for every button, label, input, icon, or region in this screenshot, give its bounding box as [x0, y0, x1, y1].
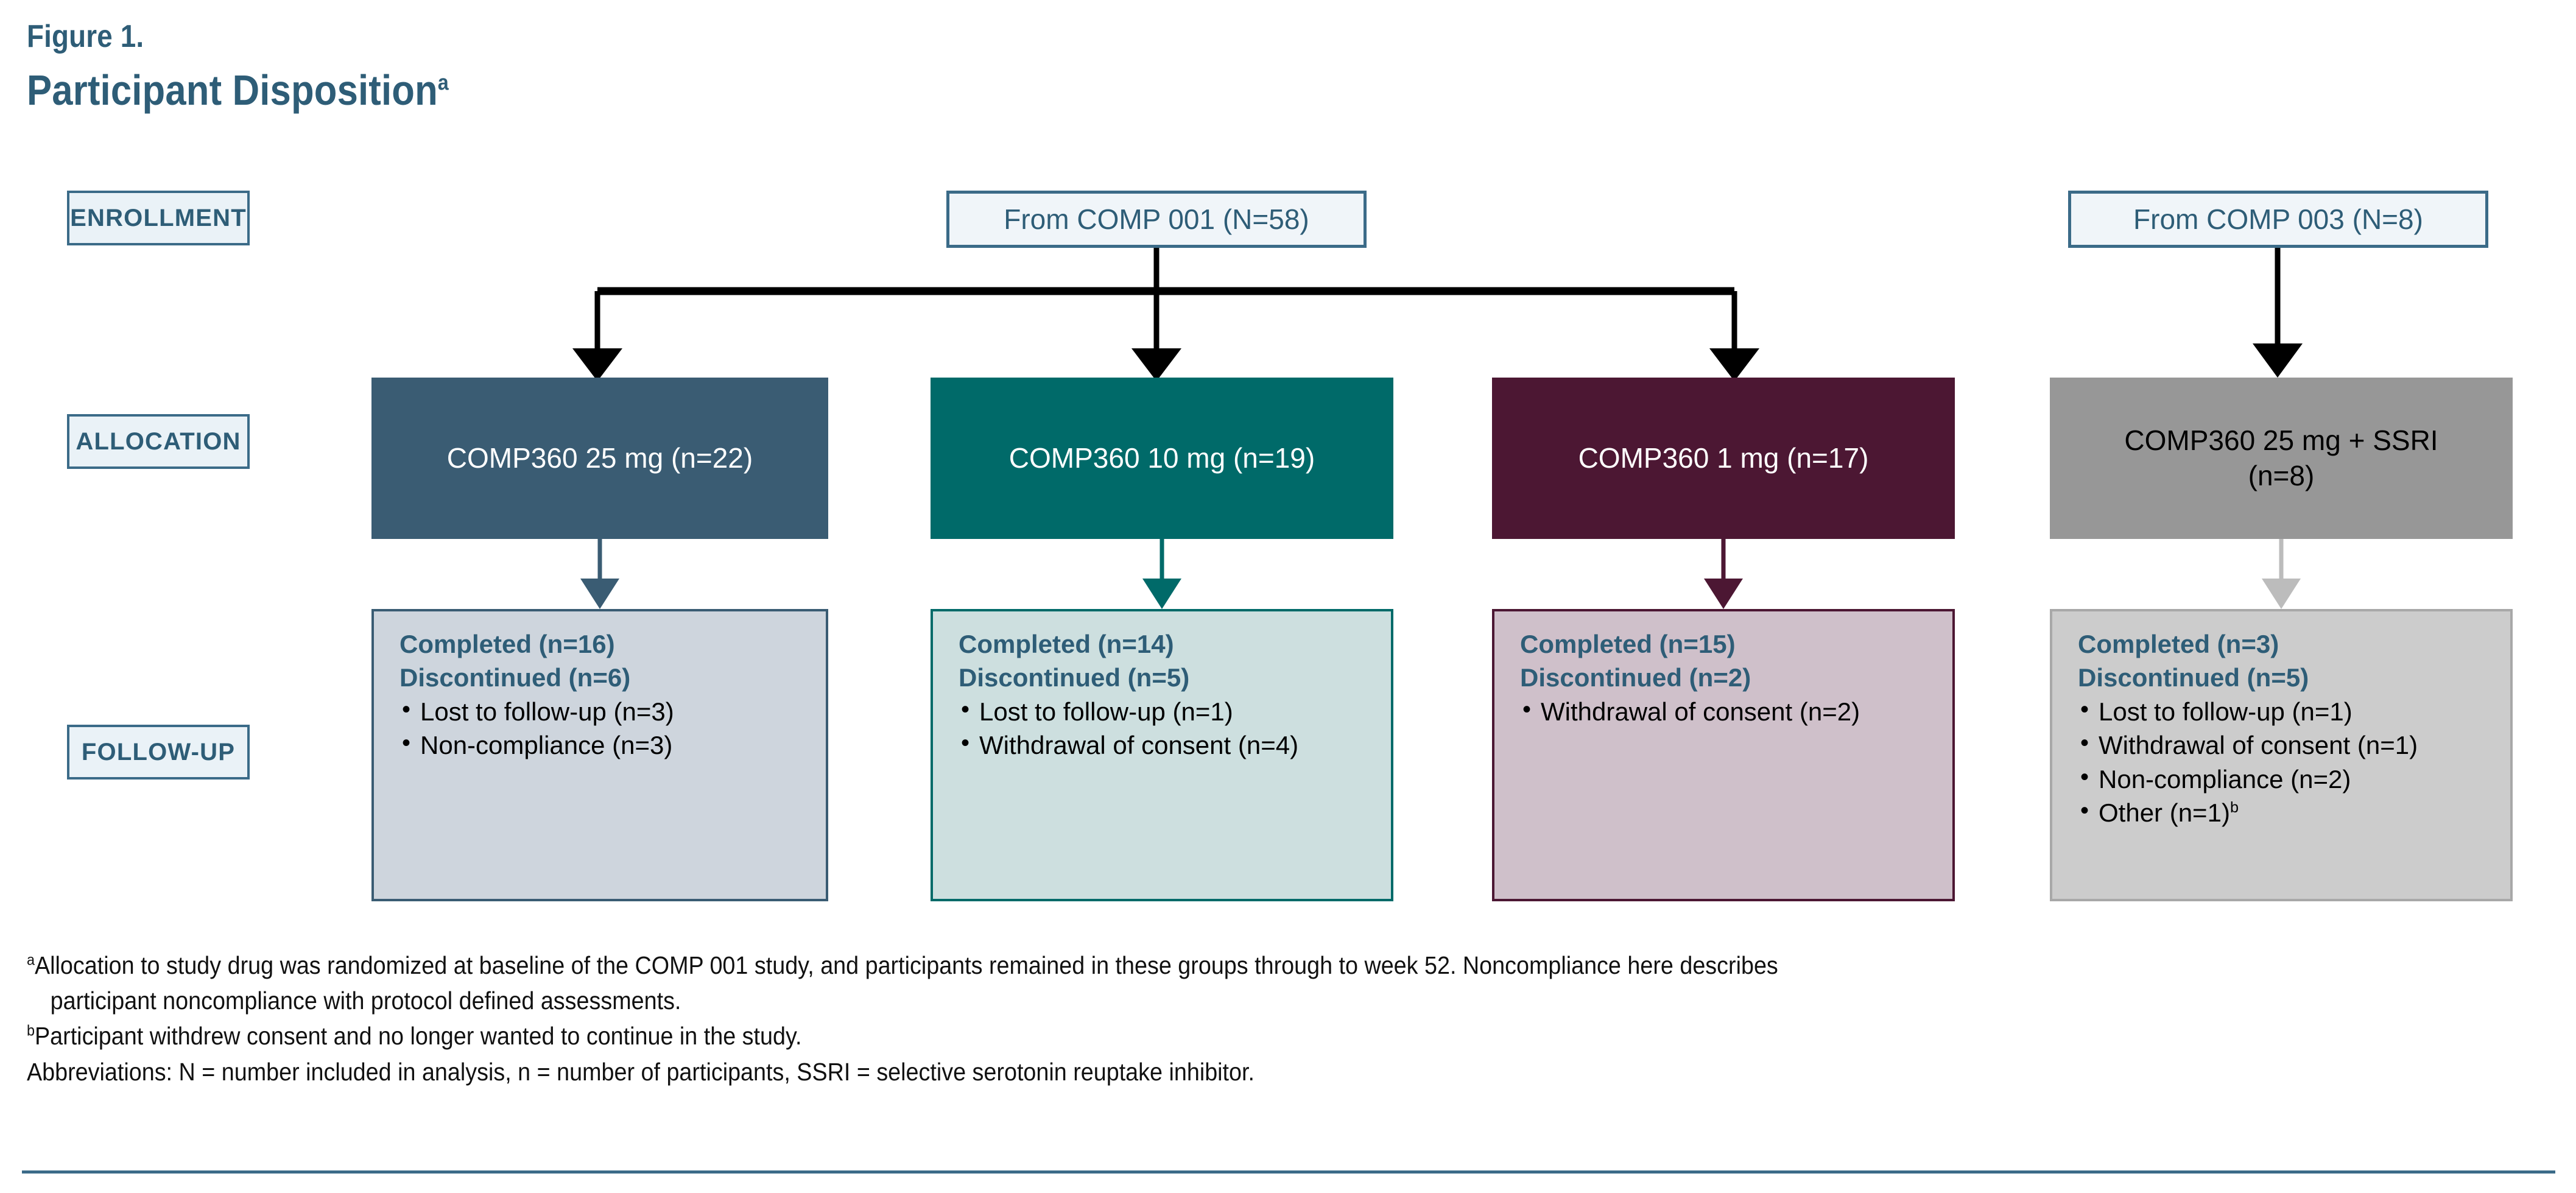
reason-text: Withdrawal of consent (n=4): [979, 731, 1299, 760]
figure-title-text: Participant Disposition: [27, 66, 438, 114]
abbreviations-line: Abbreviations: N = number included in an…: [27, 1057, 1255, 1086]
footnote-a-text: Allocation to study drug was randomized …: [35, 951, 1778, 979]
allocation-box-25mg: COMP360 25 mg (n=22): [371, 378, 828, 539]
reason-text: Lost to follow-up (n=1): [2099, 697, 2353, 726]
allocation-box-1mg: COMP360 1 mg (n=17): [1492, 378, 1955, 539]
allocation-label-line1: COMP360 25 mg (n=22): [446, 442, 753, 474]
reason-text: Non-compliance (n=3): [420, 731, 673, 760]
reason-text: Lost to follow-up (n=1): [979, 697, 1233, 726]
figure-title-superscript: a: [437, 69, 449, 95]
followup-discontinued: Discontinued (n=5): [959, 663, 1190, 692]
list-item: Other (n=1)b: [2078, 795, 2492, 829]
figure-label: Figure 1.: [27, 19, 144, 54]
list-item: Withdrawal of consent (n=4): [959, 727, 1373, 762]
footnotes: aAllocation to study drug was randomized…: [27, 948, 2554, 1089]
reason-text: Non-compliance (n=2): [2099, 764, 2351, 794]
followup-completed: Completed (n=3): [2078, 630, 2279, 658]
followup-reason-list: Lost to follow-up (n=1) Withdrawal of co…: [959, 694, 1373, 762]
followup-box-10mg: Completed (n=14) Discontinued (n=5) Lost…: [931, 609, 1393, 901]
followup-box-25mg-ssri: Completed (n=3) Discontinued (n=5) Lost …: [2050, 609, 2513, 901]
followup-reason-list: Lost to follow-up (n=3) Non-compliance (…: [399, 694, 808, 762]
stage-label-allocation: ALLOCATION: [67, 414, 250, 469]
followup-discontinued: Discontinued (n=6): [399, 663, 631, 692]
allocation-label-line1: COMP360 25 mg + SSRI: [2124, 424, 2438, 456]
allocation-label-line1: COMP360 10 mg (n=19): [1008, 442, 1315, 474]
followup-box-25mg: Completed (n=16) Discontinued (n=6) Lost…: [371, 609, 828, 901]
list-item: Non-compliance (n=3): [399, 727, 808, 762]
list-item: Lost to follow-up (n=1): [2078, 694, 2492, 728]
footnote-a-marker: a: [27, 951, 35, 969]
footnote-b-marker: b: [27, 1022, 35, 1040]
followup-discontinued: Discontinued (n=5): [2078, 663, 2309, 692]
source-box-comp001: From COMP 001 (N=58): [946, 191, 1367, 248]
followup-completed: Completed (n=14): [959, 630, 1174, 658]
allocation-label-line2: (n=8): [2248, 459, 2315, 491]
reason-text: Withdrawal of consent (n=1): [2099, 731, 2418, 760]
list-item: Withdrawal of consent (n=1): [2078, 727, 2492, 762]
allocation-box-10mg: COMP360 10 mg (n=19): [931, 378, 1393, 539]
page-title: Participant Dispositiona: [27, 66, 449, 114]
list-item: Lost to follow-up (n=3): [399, 694, 808, 728]
footnote-a-line2: participant noncompliance with protocol …: [50, 987, 681, 1015]
list-item: Non-compliance (n=2): [2078, 761, 2492, 796]
list-item: Withdrawal of consent (n=2): [1520, 694, 1934, 728]
followup-discontinued: Discontinued (n=2): [1520, 663, 1751, 692]
bottom-rule: [22, 1170, 2555, 1174]
list-item: Lost to follow-up (n=1): [959, 694, 1373, 728]
footnote-a-line1: aAllocation to study drug was randomized…: [27, 948, 2352, 983]
followup-reason-list: Withdrawal of consent (n=2): [1520, 694, 1934, 728]
followup-reason-list: Lost to follow-up (n=1) Withdrawal of co…: [2078, 694, 2492, 830]
footnote-b-text: Participant withdrew consent and no long…: [35, 1022, 802, 1050]
followup-completed: Completed (n=15): [1520, 630, 1736, 658]
followup-completed: Completed (n=16): [399, 630, 615, 658]
source-box-comp003: From COMP 003 (N=8): [2068, 191, 2488, 248]
footnote-b-line: bParticipant withdrew consent and no lon…: [27, 1018, 2352, 1054]
stage-label-followup: FOLLOW-UP: [67, 725, 250, 779]
reason-text: Lost to follow-up (n=3): [420, 697, 674, 726]
followup-box-1mg: Completed (n=15) Discontinued (n=2) With…: [1492, 609, 1955, 901]
reason-text: Withdrawal of consent (n=2): [1541, 697, 1860, 726]
reason-superscript: b: [2229, 799, 2239, 817]
stage-label-enrollment: ENROLLMENT: [67, 191, 250, 245]
allocation-box-25mg-ssri: COMP360 25 mg + SSRI (n=8): [2050, 378, 2513, 539]
reason-text: Other (n=1): [2099, 798, 2230, 828]
allocation-label-line1: COMP360 1 mg (n=17): [1578, 442, 1869, 474]
